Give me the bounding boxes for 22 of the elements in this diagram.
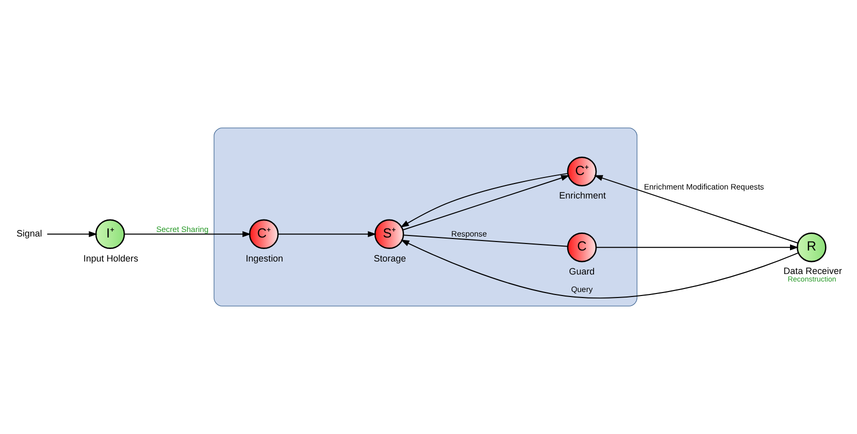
node-label: Data Receiver <box>784 266 842 276</box>
node-circle: C <box>567 232 597 262</box>
arrow <box>46 231 98 238</box>
node-circle: C⁺ <box>249 219 279 249</box>
arrow <box>594 175 798 244</box>
node-circle: R <box>796 232 826 262</box>
node-text: Signal <box>16 228 42 239</box>
node-circle: I⁺ <box>95 219 125 249</box>
node-label: Enrichment <box>559 190 606 201</box>
arrow <box>278 231 376 238</box>
arrow <box>124 231 252 238</box>
arrow <box>400 240 799 298</box>
arrow <box>596 244 799 250</box>
connector <box>403 234 568 247</box>
node-label: Ingestion <box>246 253 284 264</box>
node-label: Input Holders <box>83 253 138 264</box>
node-label: Storage <box>374 253 406 264</box>
node-circle: S⁺ <box>374 219 404 249</box>
node-circle: C⁺ <box>567 156 597 186</box>
node-label: Reconstruction <box>788 274 836 284</box>
node-label: Guard <box>569 266 595 277</box>
cluster <box>214 128 638 306</box>
